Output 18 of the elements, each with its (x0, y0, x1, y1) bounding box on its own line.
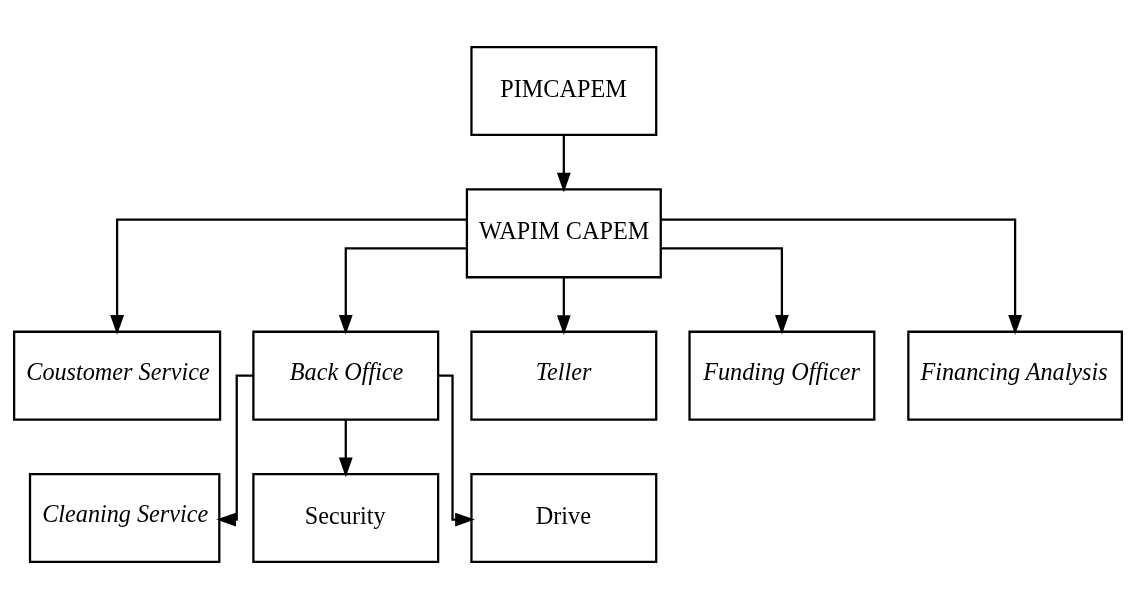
arrow (110, 218, 467, 335)
node-box: Security (252, 472, 440, 564)
node-box: Funding Officer (688, 330, 876, 421)
node-box: Cleaning Service (28, 472, 221, 564)
node-box: Teller (470, 330, 658, 421)
arrow (556, 277, 571, 335)
arrow (338, 419, 353, 478)
arrow (661, 247, 789, 335)
node-box: Financing Analysis (907, 330, 1123, 421)
arrow (661, 218, 1022, 335)
arrow (338, 247, 467, 335)
node-box: Drive (470, 472, 658, 564)
arrow (556, 135, 571, 193)
node-box: PIMCAPEM (470, 45, 658, 137)
node-box: WAPIM CAPEM (465, 188, 662, 279)
node-box: Coustomer Service (13, 330, 222, 421)
node-box: Back Office (252, 330, 440, 421)
arrow (438, 374, 475, 527)
